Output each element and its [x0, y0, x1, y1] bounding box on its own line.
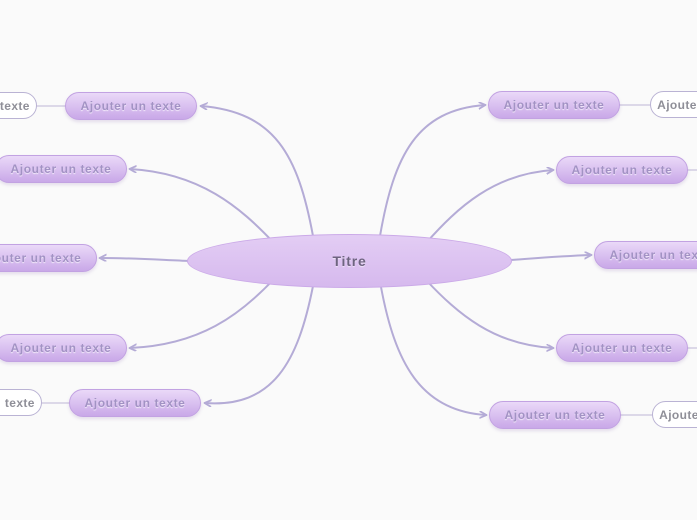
topic-node-left-4[interactable]: Ajouter un texte	[0, 334, 127, 362]
topic-node-left-3[interactable]: Ajouter un texte	[0, 244, 97, 272]
subtopic-node-left-5[interactable]: Ajouter un texte	[0, 389, 42, 416]
topic-node-label: Ajouter un texte	[10, 341, 112, 355]
topic-node-label: Ajouter un texte	[609, 248, 697, 262]
connector-right-1	[379, 105, 485, 237]
connector-right-3	[509, 255, 591, 261]
topic-node-right-2[interactable]: Ajouter un texte	[556, 156, 688, 184]
connector-left-2	[130, 169, 275, 244]
subtopic-node-right-5[interactable]: Ajouter un texte	[652, 401, 697, 428]
topic-node-label: Ajouter un texte	[0, 251, 82, 265]
topic-node-label: Ajouter un texte	[84, 396, 186, 410]
connector-right-4	[425, 279, 553, 348]
topic-node-label: Ajouter un texte	[80, 99, 182, 113]
topic-node-label: Ajouter un texte	[503, 98, 605, 112]
connector-left-3	[100, 258, 191, 262]
subtopic-label: Ajouter un texte	[657, 97, 697, 112]
connector-right-5	[380, 286, 486, 415]
topic-node-right-5[interactable]: Ajouter un texte	[489, 401, 621, 429]
subtopic-node-left-1[interactable]: Ajouter un texte	[0, 92, 37, 119]
connector-left-4	[130, 278, 275, 348]
subtopic-label: Ajouter un texte	[0, 395, 35, 410]
connector-left-1	[201, 106, 314, 237]
subtopic-label: Ajouter un texte	[659, 407, 697, 422]
topic-node-label: Ajouter un texte	[10, 162, 112, 176]
topic-node-right-4[interactable]: Ajouter un texte	[556, 334, 688, 362]
topic-node-left-2[interactable]: Ajouter un texte	[0, 155, 127, 183]
topic-node-label: Ajouter un texte	[571, 341, 673, 355]
topic-node-label: Ajouter un texte	[571, 163, 673, 177]
subtopic-label: Ajouter un texte	[0, 98, 30, 113]
center-topic-label: Titre	[332, 253, 367, 269]
topic-node-right-1[interactable]: Ajouter un texte	[488, 91, 620, 119]
center-topic-node[interactable]: Titre	[187, 234, 512, 288]
topic-node-right-3[interactable]: Ajouter un texte	[594, 241, 697, 269]
topic-node-label: Ajouter un texte	[504, 408, 606, 422]
subtopic-node-right-1[interactable]: Ajouter un texte	[650, 91, 697, 118]
topic-node-left-1[interactable]: Ajouter un texte	[65, 92, 197, 120]
topic-node-left-5[interactable]: Ajouter un texte	[69, 389, 201, 417]
connector-right-2	[425, 170, 553, 244]
connector-left-5	[205, 285, 314, 403]
